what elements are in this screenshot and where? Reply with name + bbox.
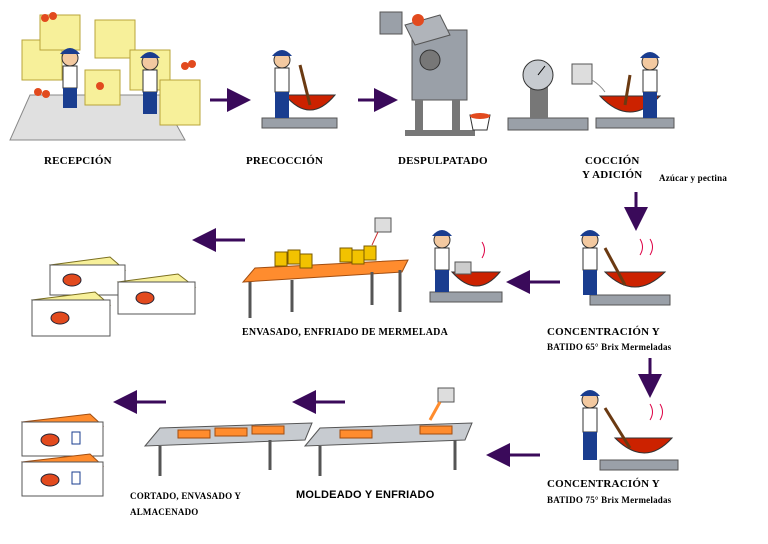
label-despulpatado: DESPULPATADO — [398, 155, 488, 167]
label-conc75-1: CONCENTRACIÓN Y — [547, 478, 660, 490]
concentracion-75-illustration — [580, 390, 679, 471]
reception-illustration — [9, 12, 201, 141]
coccion-illustration — [507, 52, 675, 131]
envasado-worker-illustration — [429, 230, 503, 303]
concentracion-65-illustration — [580, 230, 671, 306]
label-conc65-1: CONCENTRACIÓN Y — [547, 326, 660, 338]
label-coccion-2: Y ADICIÓN — [582, 169, 643, 181]
moldeado-tables-illustration — [143, 387, 473, 476]
label-coccion-1: COCCIÓN — [585, 155, 640, 167]
label-conc65-2: BATIDO 65° Brix Mermeladas — [547, 342, 672, 352]
label-moldeado: MOLDEADO Y ENFRIADO — [296, 489, 435, 501]
envasado-table-illustration — [241, 217, 409, 318]
label-cortado-2: ALMACENADO — [130, 507, 199, 517]
label-coccion-note: Azúcar y pectina — [659, 173, 728, 183]
despulpatado-illustration — [379, 11, 491, 136]
precoccion-illustration — [261, 50, 338, 129]
boxes-65-illustration — [30, 256, 197, 337]
label-recepcion: RECEPCIÓN — [44, 155, 112, 167]
label-envasado: ENVASADO, ENFRIADO DE MERMELADA — [242, 327, 449, 338]
label-cortado-1: CORTADO, ENVASADO Y — [130, 491, 242, 501]
label-precoccion: PRECOCCIÓN — [246, 155, 324, 167]
label-conc75-2: BATIDO 75° Brix Mermeladas — [547, 495, 672, 505]
boxes-final-illustration — [20, 413, 105, 497]
